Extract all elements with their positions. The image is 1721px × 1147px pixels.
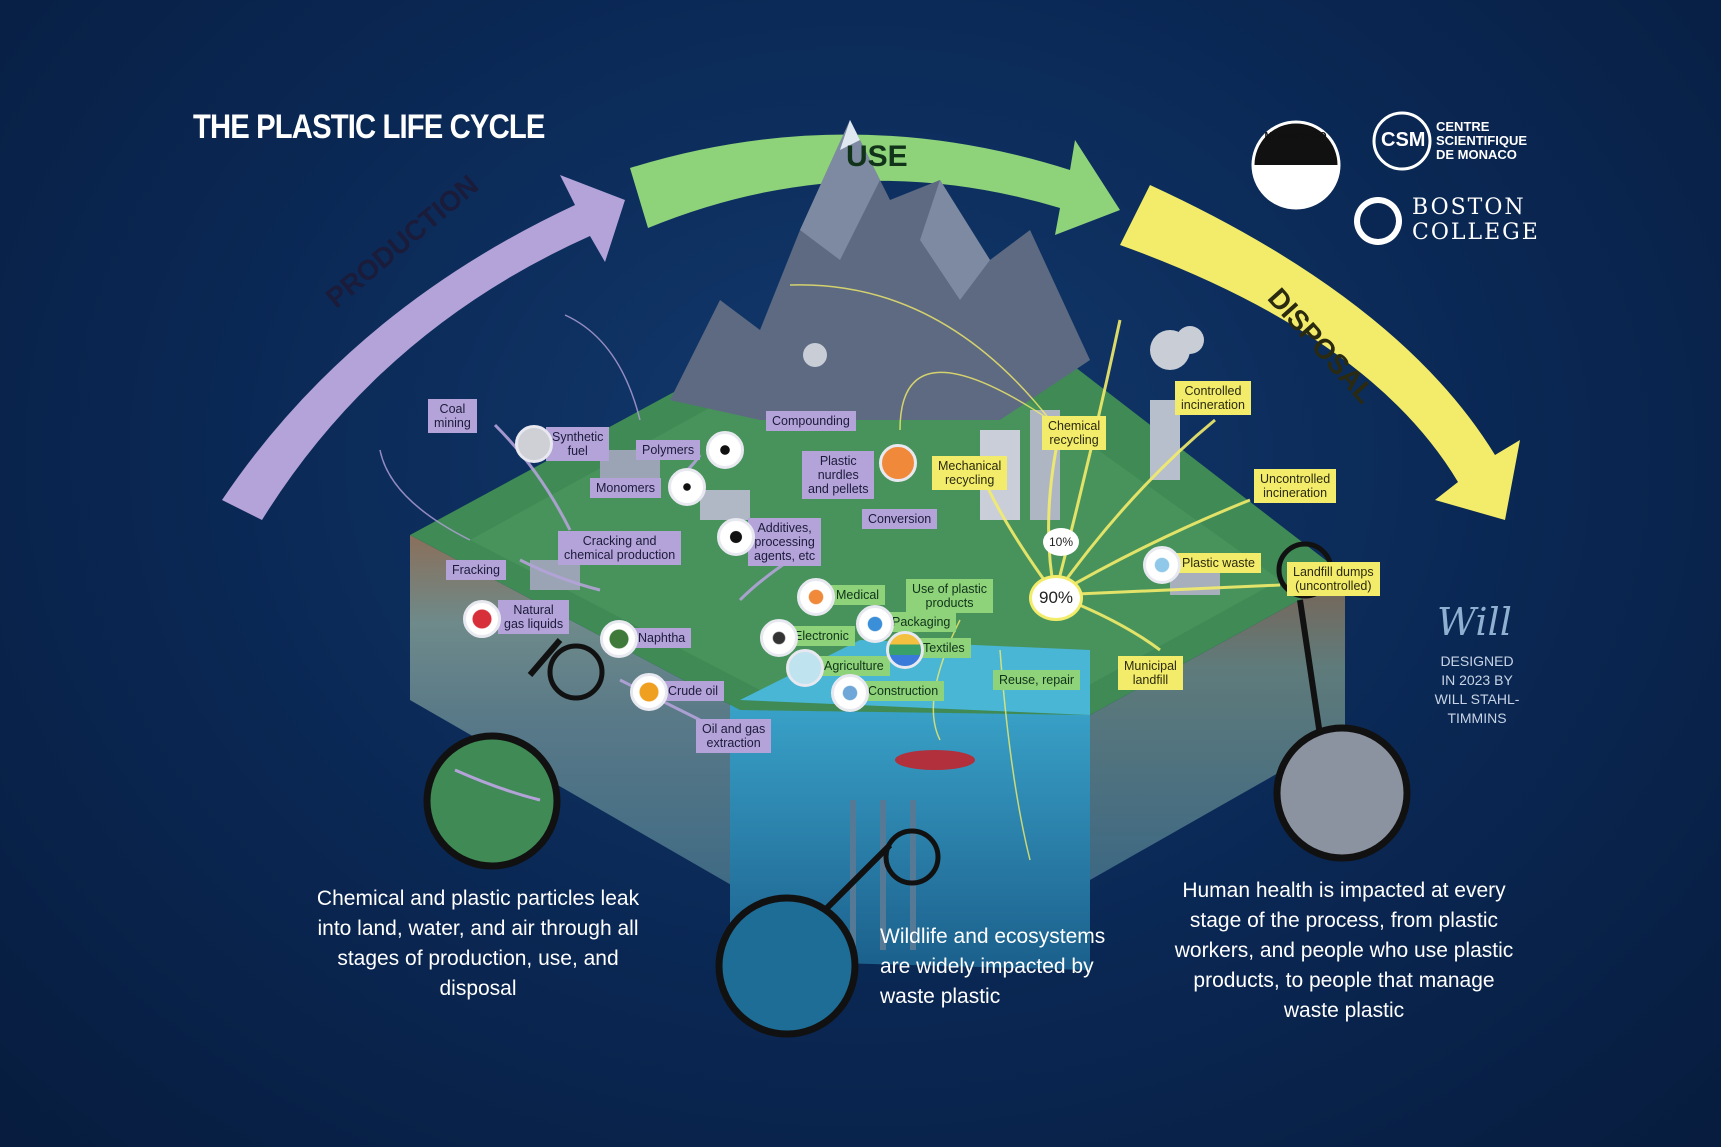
construction-icon xyxy=(831,674,869,712)
compounding-label: Compounding xyxy=(766,411,856,431)
additives-icon xyxy=(717,518,755,556)
polymers-icon xyxy=(706,431,744,469)
plastic-waste-icon xyxy=(1143,546,1181,584)
cracking-label: Cracking and chemical production xyxy=(558,531,682,565)
landfill-dumps-label: Landfill dumps (uncontrolled) xyxy=(1287,562,1380,596)
medical-icon xyxy=(797,578,835,616)
synthetic-fuel-label: Synthetic fuel xyxy=(546,427,610,461)
oil-gas-label: Oil and gas extraction xyxy=(696,719,772,753)
mechanical-recycling-label: Mechanical recycling xyxy=(932,456,1008,490)
caption-wildlife: Wildlife and ecosystems are widely impac… xyxy=(880,925,1106,1008)
crude-oil-label: Crude oil xyxy=(662,681,725,701)
crude-oil-icon xyxy=(630,673,668,711)
magnifier-land xyxy=(423,732,561,870)
block-right-face xyxy=(1090,575,1345,880)
mountains xyxy=(670,120,1090,420)
additives-label: Additives, processing agents, etc xyxy=(748,518,822,566)
electronic-label: Electronic xyxy=(788,626,855,646)
naphtha-label: Naphtha xyxy=(632,628,692,648)
plastic-waste-label: Plastic waste xyxy=(1176,553,1261,573)
construction-label: Construction xyxy=(862,681,945,701)
page-title: THE PLASTIC LIFE CYCLE xyxy=(193,108,545,146)
medical-label: Medical xyxy=(830,585,886,605)
plastic-nurdles-label: Plastic nurdles and pellets xyxy=(802,451,875,499)
minderoo-top-text: MINDEROO xyxy=(1264,131,1328,142)
uncontrolled-incineration-label: Uncontrolled incineration xyxy=(1254,469,1337,503)
ten-percent-badge: 10% xyxy=(1043,528,1079,556)
synthetic-fuel-icon xyxy=(515,425,553,463)
naphtha-icon xyxy=(600,620,638,658)
coal-mining-label: Coal mining xyxy=(428,399,477,433)
polymers-label: Polymers xyxy=(636,440,701,460)
electronic-icon xyxy=(760,619,798,657)
nurdles-icon xyxy=(879,444,917,482)
use-label: USE xyxy=(846,140,908,173)
disposal-arrow xyxy=(1120,185,1520,520)
magnifier-human xyxy=(1273,724,1411,862)
ninety-percent-badge: 90% xyxy=(1029,575,1083,621)
agriculture-label: Agriculture xyxy=(818,656,890,676)
caption-health: Human health is impacted at every stage … xyxy=(1174,879,1514,1022)
natural-gas-label: Natural gas liquids xyxy=(498,600,570,634)
caption-land: Chemical and plastic particles leak into… xyxy=(316,887,640,1000)
chemical-recycling-label: Chemical recycling xyxy=(1042,416,1107,450)
magnifier-ocean xyxy=(715,894,859,1038)
csm-text: CENTRE SCIENTIFIQUE DE MONACO xyxy=(1436,119,1528,162)
fracking-label: Fracking xyxy=(446,560,506,580)
agriculture-icon xyxy=(786,649,824,687)
conversion-label: Conversion xyxy=(862,509,938,529)
use-arrow xyxy=(630,134,1120,235)
natural-gas-icon xyxy=(463,600,501,638)
textiles-label: Textiles xyxy=(917,638,971,658)
csm-mark: CSM xyxy=(1381,129,1426,151)
packaging-label: Packaging xyxy=(886,612,957,632)
textiles-icon xyxy=(886,631,924,669)
municipal-landfill-label: Municipal landfill xyxy=(1118,656,1183,690)
monomers-icon xyxy=(668,468,706,506)
designer-credit: DESIGNED IN 2023 BY WILL STAHL- TIMMINS xyxy=(1434,653,1520,726)
production-arrow xyxy=(222,175,625,520)
reuse-repair-label: Reuse, repair xyxy=(993,670,1081,690)
monomers-label: Monomers xyxy=(590,478,662,498)
use-of-plastic-label: Use of plastic products xyxy=(906,579,994,613)
bc-text: BOSTON COLLEGE xyxy=(1412,195,1540,245)
minderoo-bottom-text: FOUNDATION xyxy=(1261,182,1331,192)
csm-logo xyxy=(1372,111,1432,171)
controlled-incineration-label: Controlled incineration xyxy=(1175,381,1251,415)
will-logo: Will xyxy=(1437,600,1512,644)
packaging-icon xyxy=(856,605,894,643)
